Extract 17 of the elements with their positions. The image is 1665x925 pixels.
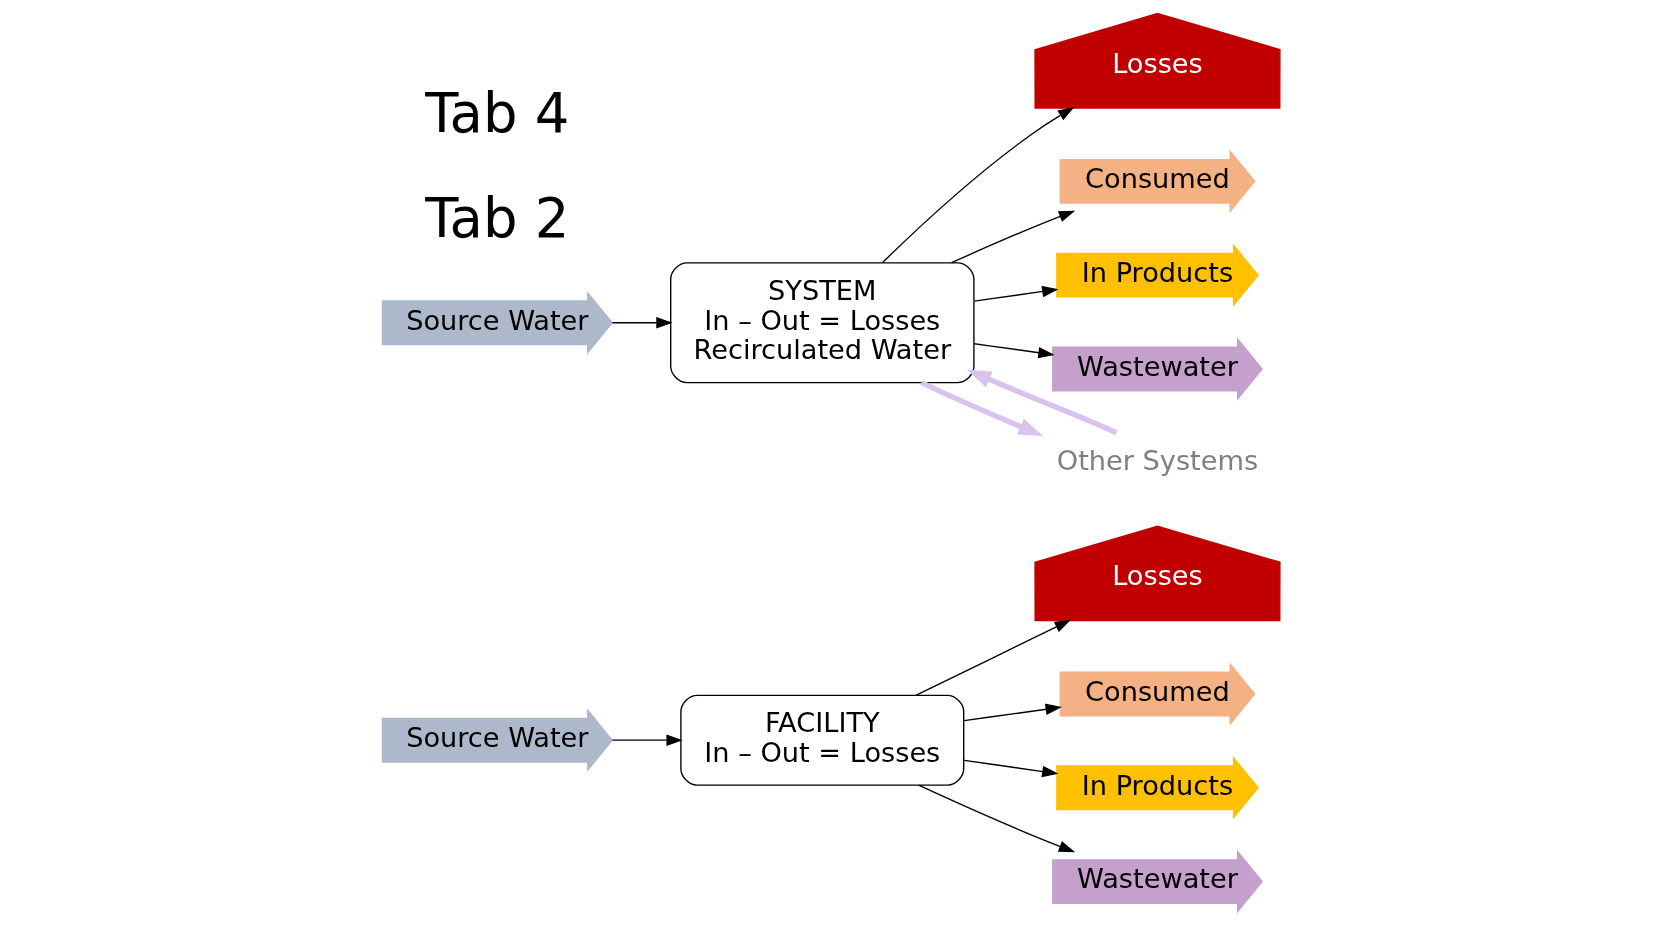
node-box: FACILITY In – Out = Losses xyxy=(680,694,965,786)
node-text: Other Systems xyxy=(1056,444,1259,476)
arrow xyxy=(963,759,1059,778)
arrow xyxy=(950,210,1076,264)
arrow xyxy=(611,317,673,329)
arrow xyxy=(973,343,1055,359)
arrow xyxy=(881,107,1075,264)
label: Tab 2 xyxy=(425,187,570,251)
label: Tab 4 xyxy=(425,82,570,146)
node-box: SYSTEM In – Out = Losses Recirculated Water xyxy=(670,262,975,384)
arrow xyxy=(611,734,683,746)
arrow xyxy=(966,369,1118,436)
arrow xyxy=(917,784,1076,853)
arrow xyxy=(920,380,1044,437)
arrow xyxy=(963,703,1062,722)
arrow xyxy=(973,285,1059,302)
arrow xyxy=(915,619,1071,696)
